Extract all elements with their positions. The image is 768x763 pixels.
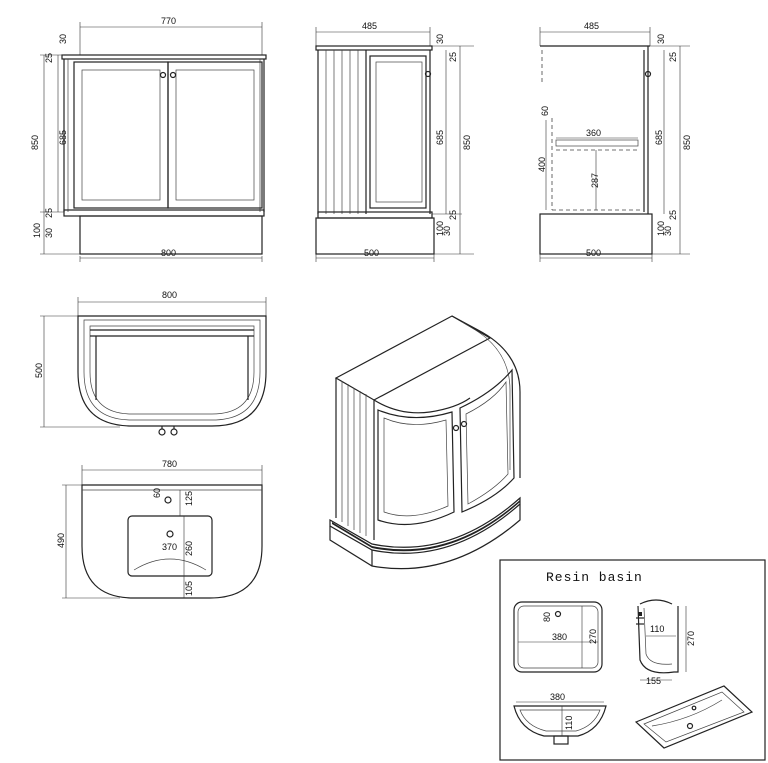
- top-width-label: 780: [162, 459, 177, 469]
- basin-front-depth-label: 110: [564, 716, 574, 730]
- basin-front-width-label: 380: [550, 692, 565, 702]
- section-base-width-label: 500: [586, 248, 601, 258]
- front-door-height-label: 685: [58, 130, 68, 145]
- plan-width-label: 800: [162, 290, 177, 300]
- basin-side-view: 110 270 155: [636, 599, 696, 686]
- side-top-trim-label: 25: [448, 52, 458, 62]
- section-shelf-width-label: 360: [586, 128, 601, 138]
- section-plinth-lower-label: 100: [656, 221, 666, 236]
- basin-side-depth-label: 110: [650, 624, 664, 634]
- basin-front-view: 380 110: [513, 692, 607, 745]
- front-elevation-view: 770 800 850 685 30 25 25 100 30: [30, 16, 267, 262]
- section-door-height-label: 685: [654, 130, 664, 145]
- resin-basin-title: Resin basin: [546, 570, 643, 585]
- plan-view: 800 500: [34, 290, 267, 436]
- isometric-view: [329, 315, 521, 570]
- front-height-total-label: 850: [30, 135, 40, 150]
- basin-tap-offset-label: 80: [542, 612, 552, 622]
- side-plinth-upper-label: 30: [442, 226, 452, 236]
- front-plinth-lower-label: 100: [32, 223, 42, 238]
- top-view: 780 490 60 370 125 260 105: [56, 459, 263, 599]
- side-section-view: 485 360 287 400 60 500 850 685 30 25 25 …: [537, 21, 692, 262]
- top-basin-width-label: 370: [162, 542, 177, 552]
- basin-depth-top-label: 270: [588, 629, 598, 644]
- top-depth-label: 490: [56, 533, 66, 548]
- side-base-width-label: 500: [364, 248, 379, 258]
- top-basin-top-offset-label: 125: [184, 491, 194, 506]
- basin-top-view: 80 380 270: [513, 601, 603, 673]
- section-top-trim-label: 25: [668, 52, 678, 62]
- resin-basin-panel: Resin basin 80 380 270 110 270 155: [499, 559, 766, 761]
- section-opening-height-label: 400: [537, 157, 547, 172]
- basin-side-base-label: 155: [646, 676, 661, 686]
- side-top-width-label: 485: [362, 21, 377, 31]
- side-plinth-lower-label: 100: [435, 221, 445, 236]
- top-tap-offset-label: 60: [152, 488, 162, 498]
- section-height-total-label: 850: [682, 135, 692, 150]
- basin-perspective-view: [634, 685, 754, 749]
- side-bottom-trim-label: 25: [448, 210, 458, 220]
- front-top-width-label: 770: [161, 16, 176, 26]
- section-shelf-height-label: 287: [590, 173, 600, 188]
- front-top-trim-label: 25: [44, 53, 54, 63]
- section-plinth-upper-label: 30: [663, 226, 673, 236]
- section-top-width-label: 485: [584, 21, 599, 31]
- front-top-gap-label: 30: [58, 34, 68, 44]
- front-base-width-label: 800: [161, 248, 176, 258]
- basin-width-top-label: 380: [552, 632, 567, 642]
- side-top-gap-label: 30: [435, 34, 445, 44]
- section-shelf-offset-label: 60: [540, 106, 550, 116]
- front-bottom-trim-label: 25: [44, 208, 54, 218]
- basin-side-height-label: 270: [686, 631, 696, 646]
- side-elevation-view: 485 500 850 685 30 25 25 100 30: [315, 21, 474, 262]
- side-door-height-label: 685: [435, 130, 445, 145]
- top-basin-depth-label: 260: [184, 541, 194, 556]
- section-bottom-trim-label: 25: [668, 210, 678, 220]
- side-height-total-label: 850: [462, 135, 472, 150]
- section-top-gap-label: 30: [656, 34, 666, 44]
- top-basin-front-offset-label: 105: [184, 581, 194, 596]
- plan-depth-label: 500: [34, 363, 44, 378]
- front-plinth-upper-label: 30: [44, 228, 54, 238]
